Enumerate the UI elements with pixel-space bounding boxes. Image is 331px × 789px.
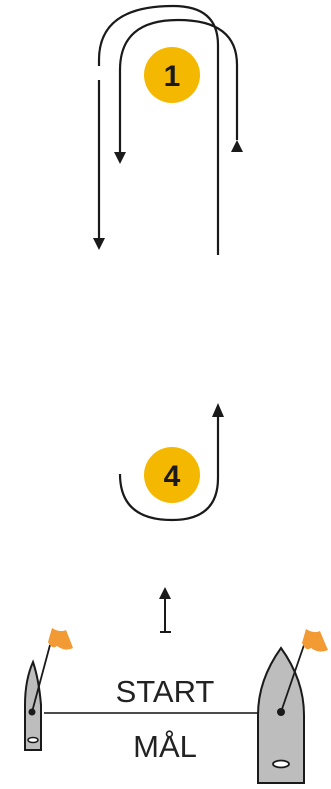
route-outer-loop bbox=[97, 4, 220, 255]
arrow-up-icon bbox=[212, 403, 224, 417]
mark-4-label: 4 bbox=[164, 460, 181, 493]
start-label: START bbox=[116, 674, 215, 709]
arrow-up-icon bbox=[231, 140, 243, 152]
flag-icon bbox=[48, 628, 73, 650]
mark-circle bbox=[144, 47, 200, 103]
start-direction-arrow bbox=[159, 587, 171, 633]
arrow-down-icon bbox=[114, 152, 126, 164]
mark-1: 1 bbox=[144, 47, 200, 103]
mark-4: 4 bbox=[144, 447, 200, 503]
arrow-down-icon bbox=[93, 238, 105, 250]
left-boat bbox=[24, 628, 73, 751]
route-mark-4 bbox=[118, 415, 220, 522]
route-inner-loop bbox=[118, 18, 239, 152]
mark-1-label: 1 bbox=[164, 60, 181, 93]
right-boat bbox=[257, 629, 328, 784]
arrow-up-icon bbox=[159, 587, 171, 599]
finish-label: MÅL bbox=[133, 729, 197, 764]
flag-icon bbox=[302, 629, 328, 652]
mark-circle bbox=[144, 447, 200, 503]
